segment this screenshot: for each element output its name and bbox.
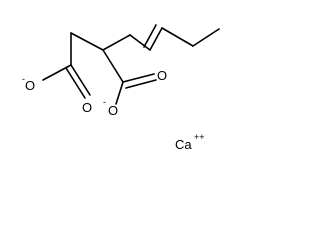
structure-canvas: O - O O - O Ca ++ bbox=[22, 24, 220, 152]
left-carboxylate-oxygen-single-label: O bbox=[25, 78, 35, 93]
bond-left-carboxyl-c-o-double-b bbox=[65, 67, 86, 99]
right-carboxylate-negative-charge: - bbox=[103, 97, 106, 107]
bond-right-carboxyl-c-o-single bbox=[115, 81, 124, 105]
bond-allyl-ch2-to-alkene bbox=[129, 34, 151, 51]
bond-alkene-to-ethyl bbox=[161, 27, 194, 47]
bond-alkene-main bbox=[149, 27, 163, 51]
structure-diagram: O - O O - O Ca ++ bbox=[22, 24, 220, 152]
bond-alkene-second bbox=[143, 24, 157, 48]
bond-left-carboxyl-c-o-single bbox=[42, 64, 72, 81]
calcium-ion-charge: ++ bbox=[194, 132, 205, 142]
bond-ch-to-right-carboxyl-carbon bbox=[102, 49, 124, 83]
left-carboxylate-oxygen-double-label: O bbox=[82, 100, 92, 115]
bond-ch-to-allyl-ch2 bbox=[102, 34, 131, 51]
calcium-ion-label: Ca bbox=[175, 137, 192, 152]
left-carboxylate-negative-charge: - bbox=[22, 74, 25, 84]
bond-right-carboxyl-c-o-double-b bbox=[125, 79, 157, 89]
bond-ethyl-terminal bbox=[192, 28, 220, 47]
bond-left-carboxyl-c-o-double-a bbox=[70, 64, 91, 96]
right-carboxylate-oxygen-single-label: O bbox=[108, 103, 118, 118]
bond-ch2-to-ch bbox=[70, 32, 104, 51]
right-carboxylate-oxygen-double-label: O bbox=[157, 68, 167, 83]
bond-right-carboxyl-c-o-double-a bbox=[122, 73, 155, 83]
